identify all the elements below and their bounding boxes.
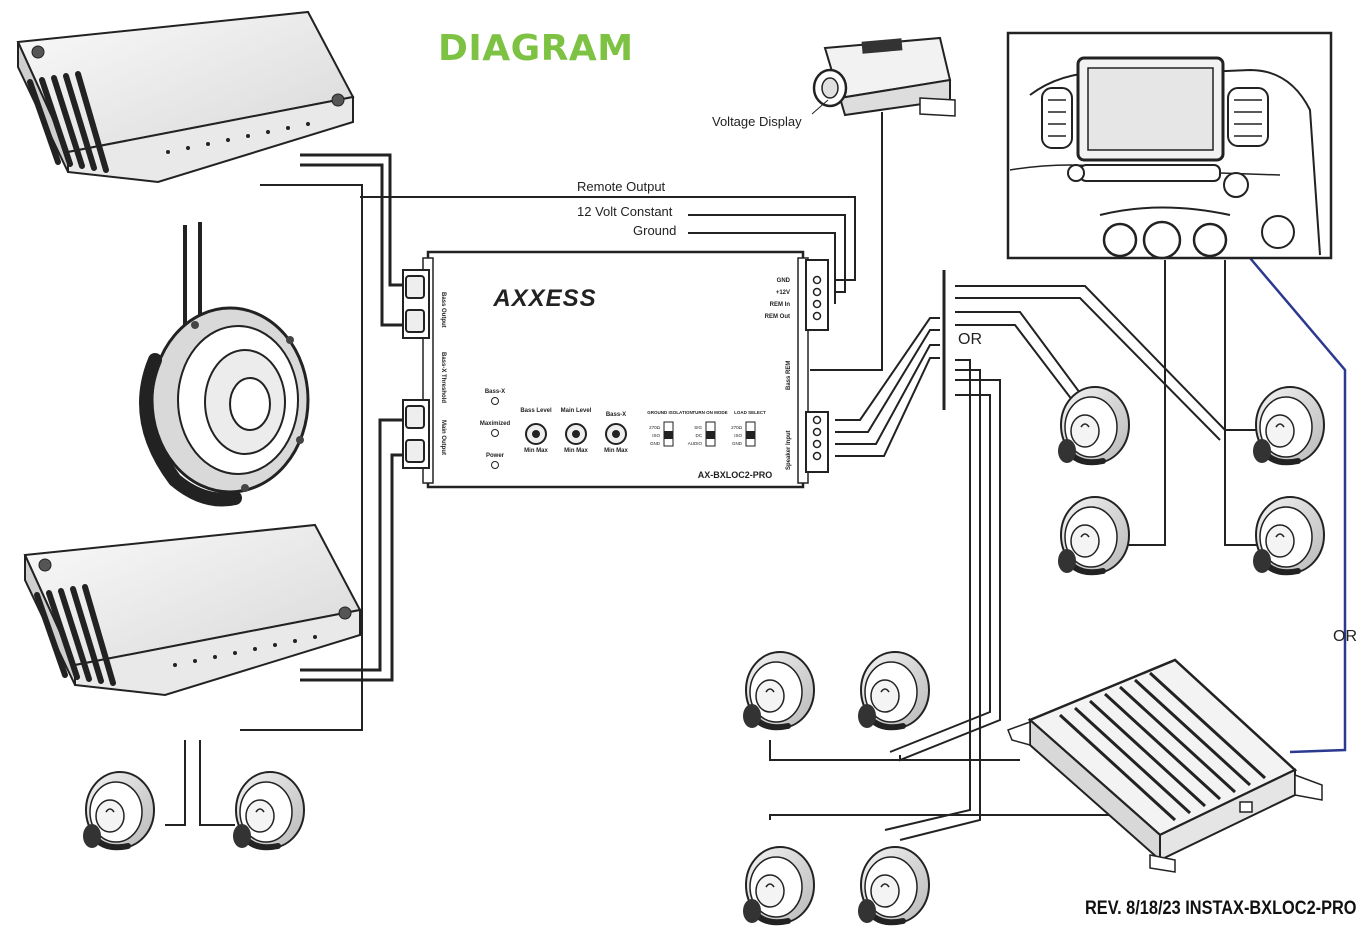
pin-12v: +12V [776,290,790,296]
svg-text:Bass-X: Bass-X [606,412,626,418]
factory-radio-dashboard [1006,31,1333,260]
svg-text:Main Level: Main Level [561,408,592,414]
knob-bass-level[interactable]: Bass Level Min Max [520,408,552,454]
svg-text:GND: GND [732,441,743,446]
speaker-front-left [1058,387,1129,463]
svg-text:Min Max: Min Max [524,448,548,454]
ground-label: Ground [633,223,676,238]
svg-text:ISO: ISO [652,433,660,438]
revision-label: REV. 8/18/23 INSTAX-BXLOC2-PRO [1085,898,1357,919]
speaker-lower-2 [858,652,929,728]
svg-text:DC: DC [696,433,703,438]
svg-text:270Ω: 270Ω [731,425,743,430]
svg-text:TURN ON MODE: TURN ON MODE [692,410,727,415]
speaker-lower-4 [858,847,929,923]
remote-output-label: Remote Output [577,179,666,194]
led-power [491,461,499,469]
svg-text:AUDIO: AUDIO [688,441,703,446]
factory-amp-wire [1249,257,1347,754]
module-model: AX-BXLOC2-PRO [698,470,773,480]
led-maximized [491,429,499,437]
svg-text:270Ω: 270Ω [649,425,661,430]
pin-gnd: GND [777,278,791,284]
constant-12v-label: 12 Volt Constant [577,204,673,219]
svg-text:SIG: SIG [694,425,702,430]
led-power-label: Power [486,453,505,459]
or-factory-amp-label: OR [1333,628,1357,645]
svg-text:LOAD SELECT: LOAD SELECT [734,410,766,415]
knob-bass-x[interactable]: Bass-X Min Max [604,412,628,454]
knob-main-level[interactable]: Main Level Min Max [561,408,592,454]
speaker-input-label: Speaker Input [786,430,792,470]
speaker-bottom-left-1 [83,772,154,848]
led-bass-x [491,397,499,405]
axxess-module: AXXESS AX-BXLOC2-PRO Bass Output Bass-X … [402,250,829,489]
or-speaker-label: OR [958,331,982,348]
speaker-rear-right [1253,497,1324,573]
svg-text:GROUND ISOLATION: GROUND ISOLATION [647,410,692,415]
main-output-label: Main Output [440,420,446,455]
bass-rem-label: Bass REM [786,361,792,390]
speaker-rear-left [1058,497,1129,573]
switch-turn-on-mode[interactable]: TURN ON MODE SIG DC AUDIO [688,410,728,447]
svg-text:Min Max: Min Max [604,448,628,454]
bass-output-label: Bass Output [440,292,446,328]
led-bass-x-label: Bass-X [485,389,505,395]
module-brand: AXXESS [492,285,596,312]
switch-load-select[interactable]: LOAD SELECT 270Ω ISO GND [731,410,766,447]
svg-text:ISO: ISO [734,433,742,438]
svg-text:GND: GND [650,441,661,446]
speaker-front-right [1253,387,1324,463]
pin-rem-out: REM Out [765,314,790,320]
led-maximized-label: Maximized [480,421,511,427]
speaker-bottom-left-2 [233,772,304,848]
wires [165,112,1275,841]
voltage-display-leader [811,99,829,115]
voltage-display-device [812,36,956,117]
speaker-lower-1 [743,652,814,728]
switch-ground-isolation[interactable]: GROUND ISOLATION 270Ω ISO GND [647,410,693,447]
svg-text:Bass Level: Bass Level [520,408,552,414]
factory-amplifier [1007,658,1323,873]
voltage-display-label: Voltage Display [712,114,802,129]
bass-x-threshold-label: Bass-X Threshold [440,352,446,403]
speaker-lower-3 [743,847,814,923]
pin-rem-in: REM In [770,302,791,308]
subwoofer [139,306,310,507]
diagram-title: DIAGRAM [438,28,634,69]
svg-text:Min Max: Min Max [564,448,588,454]
